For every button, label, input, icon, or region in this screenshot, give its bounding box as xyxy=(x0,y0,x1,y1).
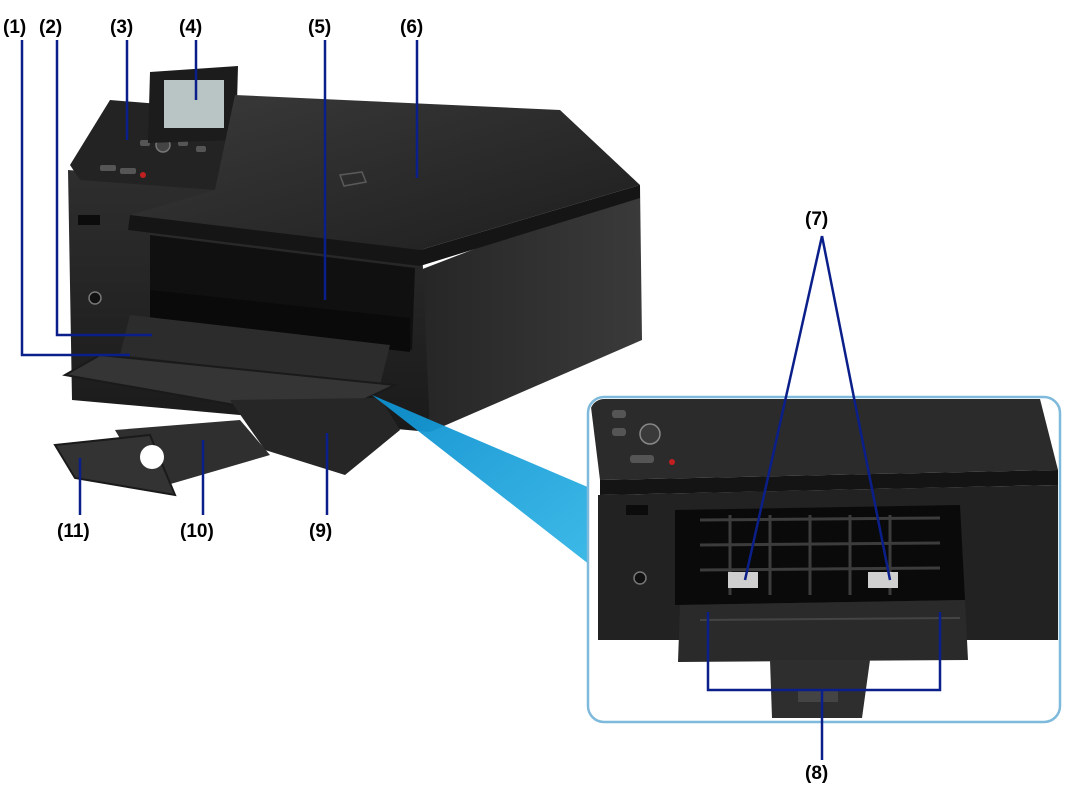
callout-label-9: (9) xyxy=(309,521,333,542)
leader-line-7b xyxy=(820,235,892,581)
inset-front-tray xyxy=(678,600,968,662)
callout-label-5: (5) xyxy=(308,17,332,38)
lcd-screen xyxy=(164,80,224,128)
leader-lines xyxy=(20,40,942,760)
panel-buttons xyxy=(100,137,206,178)
callout-label-2: (2) xyxy=(39,17,63,38)
callout-label-7: (7) xyxy=(805,209,829,230)
callout-label-3: (3) xyxy=(110,17,134,38)
leader-line-2 xyxy=(55,40,152,337)
cover-marking xyxy=(338,171,368,187)
paper-output-support xyxy=(230,398,400,475)
paper-output-slot xyxy=(150,290,410,352)
card-slot xyxy=(78,215,100,225)
leader-line-1 xyxy=(20,40,130,357)
front-tray xyxy=(120,315,390,385)
printer-main xyxy=(53,66,642,497)
callout-label-1: (1) xyxy=(3,17,27,38)
leader-line-7a xyxy=(743,235,824,581)
callout-label-4: (4) xyxy=(179,17,203,38)
document-cover-edge xyxy=(128,185,640,266)
inset-cover xyxy=(590,399,1058,480)
printer-side-panel xyxy=(420,185,642,432)
callout-label-8: (8) xyxy=(805,763,829,784)
inset-detail xyxy=(586,395,1062,724)
power-button xyxy=(88,291,102,305)
document-cover xyxy=(130,95,640,250)
callout-label-11: (11) xyxy=(57,521,90,542)
lcd-monitor xyxy=(148,66,238,143)
callout-label-6: (6) xyxy=(400,17,424,38)
zoom-beam xyxy=(372,395,590,565)
callout-label-10: (10) xyxy=(180,521,214,542)
paper-guide-right xyxy=(868,572,898,588)
leader-line-8 xyxy=(706,612,942,692)
paper-guide-left xyxy=(728,572,758,588)
